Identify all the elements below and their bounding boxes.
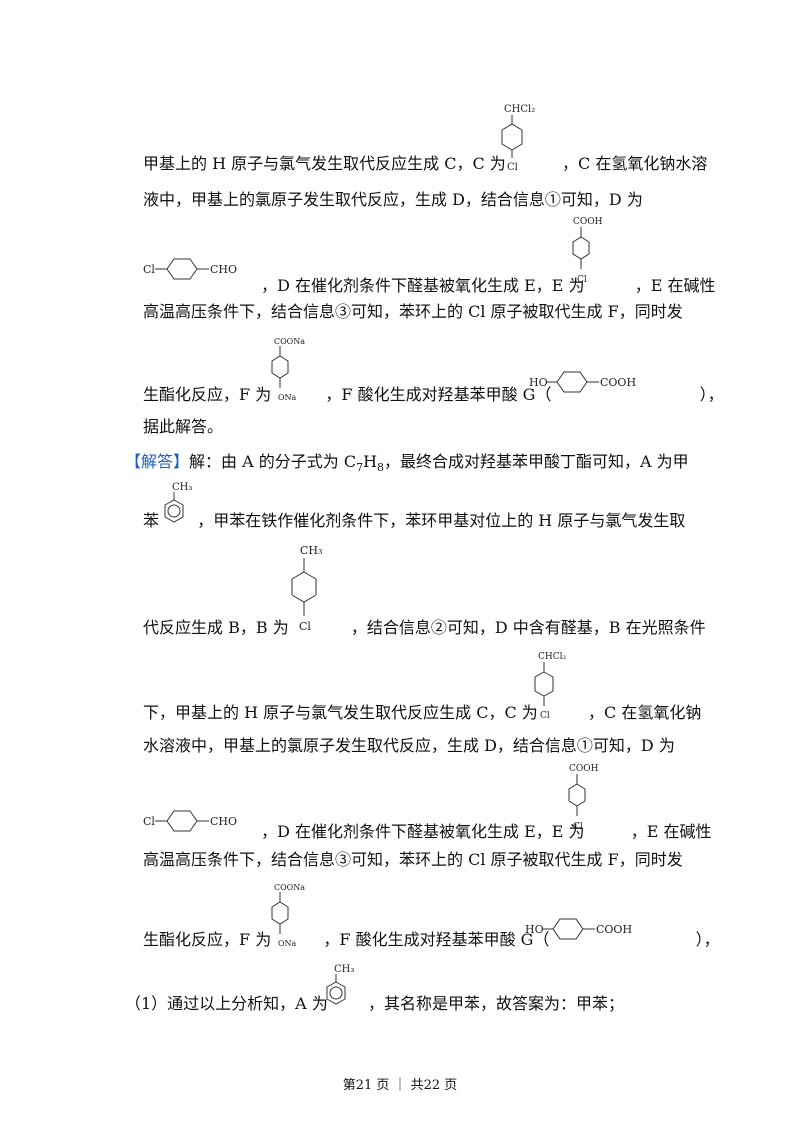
structure-c-2: CHCl₂ Cl [526,648,586,728]
ho-label: HO [529,376,548,389]
text-line-5a: 生酯化反应，F 为 [143,385,272,404]
chcl2-label: CHCl₂ [504,104,535,115]
structure-g-2: HO COOH [525,917,655,943]
svg-text:COONa: COONa [274,883,305,892]
answer-tag: 【解答】 [125,452,190,471]
text-line-14a: 生酯化反应，F 为 [143,930,272,949]
ona-label: ONa [278,393,297,402]
structure-toluene-2: CH₃ [320,962,360,1012]
text-line-8a: 苯 [143,511,160,530]
svg-text:Cl: Cl [577,275,587,285]
structure-toluene-1: CH₃ [158,480,198,530]
text-line-3b: ，E 在碱性 [634,276,716,295]
text-line-14c: ）， [695,930,720,949]
svg-text:CH₃: CH₃ [334,964,354,975]
svg-text:Cl: Cl [540,711,550,721]
svg-text:CHCl₂: CHCl₂ [538,652,566,662]
text-line-5c: ）， [699,385,724,404]
cooh-label: COOH [573,217,603,227]
page-footer: 第21 页 ｜ 共22 页 [342,1078,458,1093]
text-line-9b: ，结合信息②可知，D 中含有醛基，B 在光照条件 [350,618,706,637]
svg-text:ONa: ONa [278,939,297,948]
svg-text:Cl: Cl [143,815,155,828]
structure-c-1: CHCl₂ Cl [490,100,550,180]
text-line-14b: ，F 酸化生成对羟基苯甲酸 G（ [323,930,550,949]
text-line-10b: ，C 在氢氧化钠 [587,703,702,722]
text-line-7c: ，最终合成对羟基苯甲酸丁酯可知，A 为甲 [384,452,689,471]
svg-text:Cl: Cl [573,822,583,832]
cl-label: Cl [507,162,518,173]
text-line-13: 高温高压条件下，结合信息③可知，苯环上的 Cl 原子被取代生成 F，同时发 [143,850,683,869]
structure-b-1: CH₃ Cl [284,542,334,642]
svg-text:CH₃: CH₃ [300,544,322,557]
structure-e-2: COOH Cl [563,760,603,840]
text-line-9a: 代反应生成 B，B 为 [143,618,289,637]
text-line-6: 据此解答。 [143,417,224,436]
text-line-8b: ，甲苯在铁作催化剂条件下，苯环甲基对位上的 H 原子与氯气发生取 [197,511,686,530]
svg-text:Cl: Cl [299,620,311,633]
svg-text:COOH: COOH [569,764,599,774]
text-line-3a: ，D 在催化剂条件下醛基被氧化生成 E，E 为 [261,276,585,295]
cho-label: CHO [210,263,237,276]
coona-label: COONa [274,337,305,346]
text-line-15a: （1）通过以上分析知，A 为 [125,994,328,1013]
text-line-15b: ，其名称是甲苯，故答案为：甲苯； [368,994,625,1013]
text-line-7a: 解：由 A 的分子式为 C [189,452,357,471]
text-line-4: 高温高压条件下，结合信息③可知，苯环上的 Cl 原子被取代生成 F，同时发 [143,302,683,321]
svg-text:HO: HO [525,923,544,936]
text-line-1a: 甲基上的 H 原子与氯气发生取代反应生成 C，C 为 [143,154,506,173]
text-line-5b: ，F 酸化生成对羟基苯甲酸 G（ [325,385,552,404]
ch3-label: CH₃ [172,482,192,493]
text-line-11: 水溶液中，甲基上的氯原子发生取代反应，生成 D，结合信息①可知，D 为 [143,736,675,755]
structure-d-1: Cl CHO [143,258,253,282]
structure-e-1: COOH Cl [567,213,607,293]
cooh-para-label: COOH [600,376,636,389]
structure-f-1: COONa ONa [266,334,306,414]
text-line-1b: ，C 在氢氧化钠水溶 [561,154,708,173]
structure-f-2: COONa ONa [266,880,306,960]
text-line-12b: ，E 在碱性 [630,822,712,841]
svg-text:COOH: COOH [596,923,632,936]
structure-g-1: HO COOH [529,370,659,396]
svg-text:Cl: Cl [143,263,155,276]
text-line-10a: 下，甲基上的 H 原子与氯气发生取代反应生成 C，C 为 [143,703,538,722]
text-line-2: 液中，甲基上的氯原子发生取代反应，生成 D，结合信息①可知，D 为 [143,190,643,209]
svg-text:CHO: CHO [210,815,237,828]
structure-d-2: Cl CHO [143,810,253,834]
text-line-12a: ，D 在催化剂条件下醛基被氧化生成 E，E 为 [261,822,585,841]
